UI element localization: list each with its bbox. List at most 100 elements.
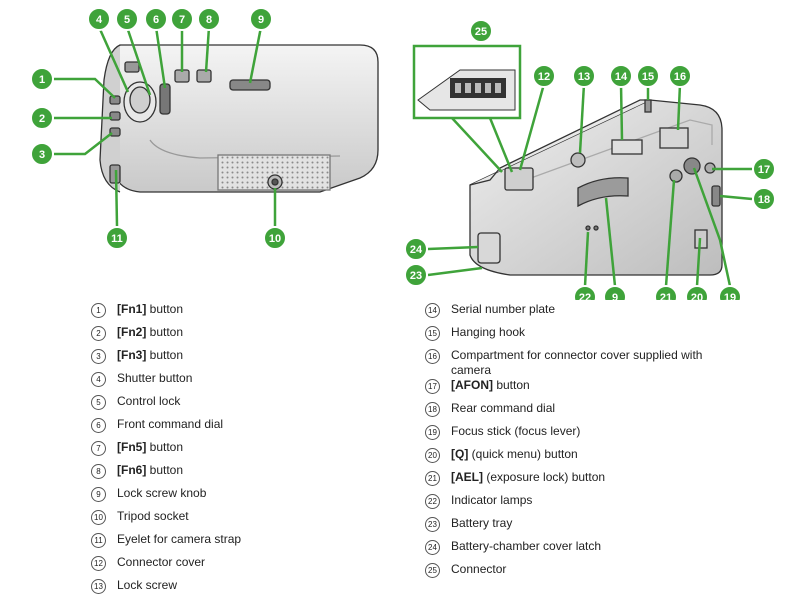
legend-label: Indicator lamps xyxy=(451,493,533,507)
legend-label: Rear command dial xyxy=(451,401,556,415)
legend-label: Battery-chamber cover latch xyxy=(451,539,602,553)
legend-number: 24 xyxy=(425,540,440,555)
legend-label: [AEL] (exposure lock) button xyxy=(451,470,606,484)
callout-20: 20 xyxy=(685,285,709,300)
grip-rear-view xyxy=(469,99,723,276)
callout-10: 10 xyxy=(263,226,287,250)
legend-number: 12 xyxy=(91,556,106,571)
svg-text:15: 15 xyxy=(642,71,654,83)
svg-text:1: 1 xyxy=(39,74,45,86)
svg-text:10: 10 xyxy=(269,233,281,245)
legend-item: 13 Lock screw xyxy=(91,578,241,601)
callout-18: 18 xyxy=(752,187,776,211)
svg-text:18: 18 xyxy=(758,194,770,206)
svg-text:20: 20 xyxy=(691,292,703,300)
legend-number: 22 xyxy=(425,494,440,509)
legend-item: 6 Front command dial xyxy=(91,417,241,440)
callout-13: 13 xyxy=(572,64,596,88)
legend-label: Shutter button xyxy=(117,371,193,385)
legend-item: 20 [Q] (quick menu) button xyxy=(425,447,725,470)
legend-label: [AFON] button xyxy=(451,378,530,392)
legend-number: 16 xyxy=(425,349,440,364)
svg-text:23: 23 xyxy=(410,270,422,282)
callout-3: 3 xyxy=(30,142,54,166)
svg-text:5: 5 xyxy=(124,14,130,26)
legend-label: [Fn6] button xyxy=(117,463,184,477)
legend-number: 13 xyxy=(91,579,106,594)
legend-item: 17 [AFON] button xyxy=(425,378,725,401)
legend-item: 3 [Fn3] button xyxy=(91,348,241,371)
legend-label: Serial number plate xyxy=(451,302,556,316)
callout-16: 16 xyxy=(668,64,692,88)
legend-number: 1 xyxy=(91,303,106,318)
callout-21: 21 xyxy=(654,285,678,300)
callout-6: 6 xyxy=(144,7,168,31)
legend-number: 6 xyxy=(91,418,106,433)
legend-label: [Fn3] button xyxy=(117,348,184,362)
legend-number: 10 xyxy=(91,510,106,525)
legend-label: Lock screw xyxy=(117,578,178,592)
legend-label: [Q] (quick menu) button xyxy=(451,447,578,461)
legend-label: Front command dial xyxy=(117,417,224,431)
legend-item: 7[Fn5] button xyxy=(91,440,241,463)
legend-label: Focus stick (focus lever) xyxy=(451,424,581,438)
legend-label: [Fn1] button xyxy=(117,302,184,316)
callout-14: 14 xyxy=(609,64,633,88)
legend-label: Connector xyxy=(451,562,507,576)
svg-text:2: 2 xyxy=(39,113,45,125)
legend-item: 8 [Fn6] button xyxy=(91,463,241,486)
legend-label: Control lock xyxy=(117,394,181,408)
legend-number: 25 xyxy=(425,563,440,578)
svg-text:4: 4 xyxy=(96,14,103,26)
svg-text:24: 24 xyxy=(410,244,423,256)
legend-item: 23 Battery tray xyxy=(425,516,725,539)
legend-label: [Fn2] button xyxy=(117,325,184,339)
legend-number: 14 xyxy=(425,303,440,318)
svg-text:22: 22 xyxy=(579,292,591,300)
legend-number: 17 xyxy=(425,379,440,394)
svg-text:12: 12 xyxy=(538,71,550,83)
callout-1: 1 xyxy=(30,67,54,91)
legend-item: 10 Tripod socket xyxy=(91,509,241,532)
legend-item: 22 Indicator lamps xyxy=(425,493,725,516)
legend-number: 8 xyxy=(91,464,106,479)
svg-text:17: 17 xyxy=(758,164,770,176)
callout-23: 23 xyxy=(404,263,428,287)
legend-label: Lock screw knob xyxy=(117,486,207,500)
svg-text:11: 11 xyxy=(111,233,123,245)
legend-item: 21[AEL] (exposure lock) button xyxy=(425,470,725,493)
legend-label: Tripod socket xyxy=(117,509,189,523)
grip-diagram: 1 2 3 4 5 6 7 8 9 10 11 12 13 14 15 16 1… xyxy=(30,7,776,300)
callout-9b: 9 xyxy=(603,285,627,300)
svg-text:21: 21 xyxy=(660,292,672,300)
legend-number: 3 xyxy=(91,349,106,364)
legend-item: 5 Control lock xyxy=(91,394,241,417)
callout-19: 19 xyxy=(718,285,742,300)
callout-17: 17 xyxy=(752,157,776,181)
legend-number: 5 xyxy=(91,395,106,410)
connector-inset xyxy=(412,44,522,173)
legend-number: 9 xyxy=(91,487,106,502)
svg-text:13: 13 xyxy=(578,71,590,83)
callout-12: 12 xyxy=(532,64,556,88)
legend-number: 4 xyxy=(91,372,106,387)
legend-item: 2[Fn2] button xyxy=(91,325,241,348)
callout-9: 9 xyxy=(249,7,273,31)
legend-label: Hanging hook xyxy=(451,325,526,339)
legend-item: 4 Shutter button xyxy=(91,371,241,394)
svg-text:9: 9 xyxy=(258,14,264,26)
legend-label: Battery tray xyxy=(451,516,513,530)
svg-text:9: 9 xyxy=(612,292,618,300)
legend-number: 23 xyxy=(425,517,440,532)
svg-text:6: 6 xyxy=(153,14,159,26)
callout-5: 5 xyxy=(115,7,139,31)
legend-item: 9 Lock screw knob xyxy=(91,486,241,509)
legend-number: 20 xyxy=(425,448,440,463)
legend-item: 1 [Fn1] button xyxy=(91,302,241,325)
svg-text:7: 7 xyxy=(179,14,185,26)
